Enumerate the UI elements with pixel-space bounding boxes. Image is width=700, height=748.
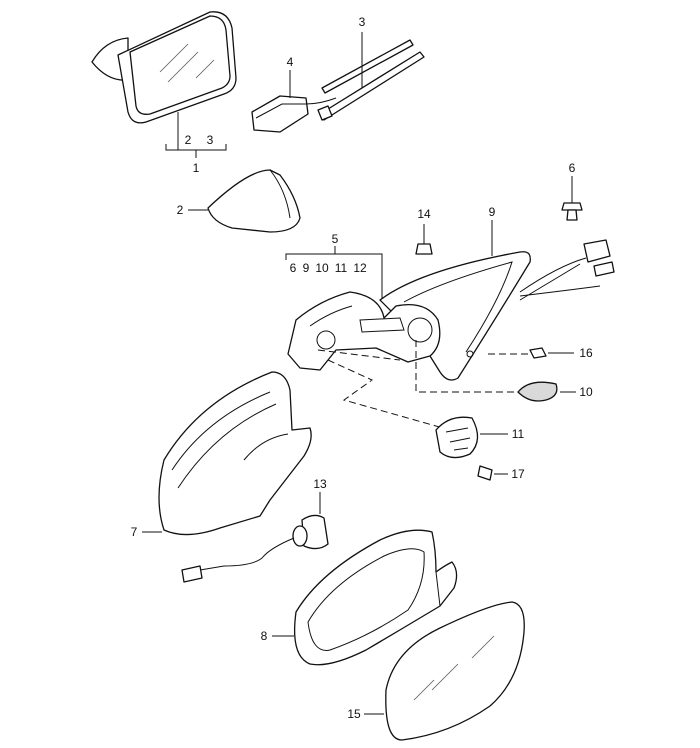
mirror-glass[interactable] <box>385 601 525 741</box>
callout-14: 14 <box>417 207 431 221</box>
callout-1-sub-3: 3 <box>207 133 214 147</box>
mirror-mounting-frame[interactable] <box>287 291 441 371</box>
callout-5: 5 <box>332 232 339 246</box>
mirror-motor-unit[interactable] <box>251 95 337 133</box>
callout-6: 6 <box>569 161 576 175</box>
trim-strip[interactable] <box>317 39 425 121</box>
fastening-clip[interactable] <box>561 202 583 221</box>
callout-15: 15 <box>347 707 361 721</box>
mirror-housing[interactable] <box>158 371 312 536</box>
callout-5-sub-12: 12 <box>353 261 367 275</box>
callout-16: 16 <box>579 346 593 360</box>
puddle-light-with-cable[interactable] <box>181 514 329 583</box>
callout-7: 7 <box>131 525 138 539</box>
callout-10: 10 <box>579 385 593 399</box>
callout-5-sub-6: 6 <box>290 261 297 275</box>
callout-8: 8 <box>261 629 268 643</box>
callout-2: 2 <box>177 203 184 217</box>
trim-cap[interactable] <box>517 381 558 402</box>
callout-1-sub-2: 2 <box>185 133 192 147</box>
callout-1: 1 <box>193 161 200 175</box>
callout-9: 9 <box>489 205 496 219</box>
callout-5-sub-11: 11 <box>335 261 348 275</box>
callout-17: 17 <box>511 467 525 481</box>
complete-mirror-assembly[interactable] <box>91 11 237 124</box>
hex-nut[interactable] <box>415 243 433 255</box>
callout-3: 3 <box>359 15 366 29</box>
callout-13: 13 <box>313 477 327 491</box>
screw-17[interactable] <box>477 465 493 481</box>
callout-5-sub-10: 10 <box>315 261 329 275</box>
mirror-cover-cap[interactable] <box>207 169 301 233</box>
mirror-base-with-cable[interactable] <box>379 239 615 381</box>
callout-4: 4 <box>287 55 294 69</box>
callout-11: 11 <box>512 427 525 441</box>
callout-5-sub-9: 9 <box>303 261 310 275</box>
screw-16[interactable] <box>529 347 547 359</box>
mirror-adjuster-unit[interactable] <box>435 416 479 459</box>
mirror-glass-frame[interactable] <box>293 529 458 666</box>
